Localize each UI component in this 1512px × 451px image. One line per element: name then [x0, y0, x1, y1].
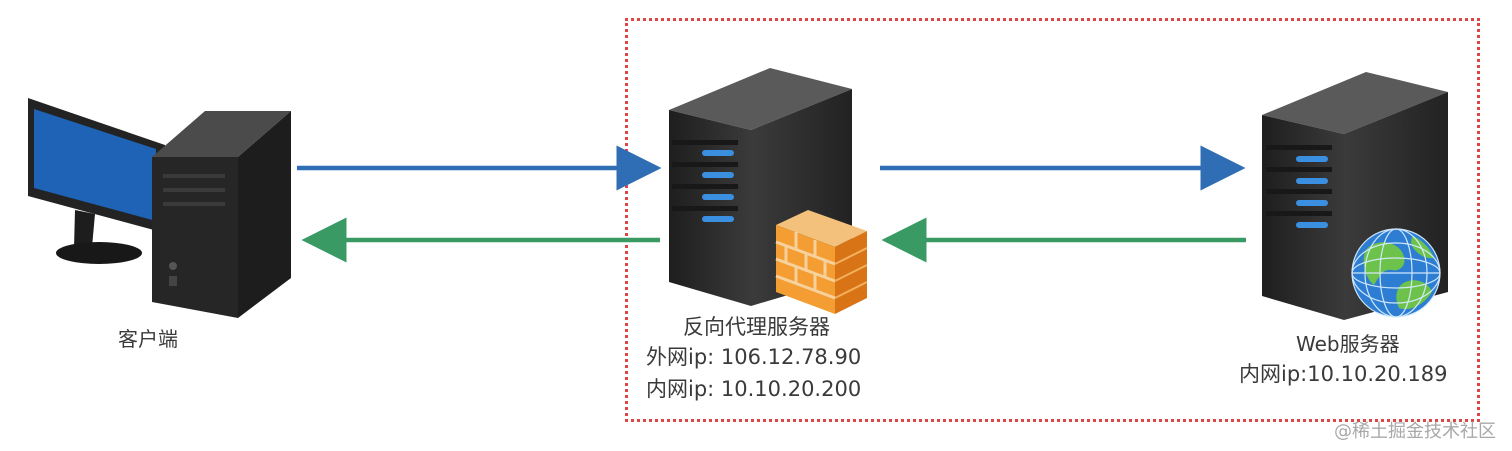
proxy-server-title: 反向代理服务器 [683, 315, 830, 339]
watermark: @稀土掘金技术社区 [1334, 421, 1496, 442]
web-server-title: Web服务器 [1296, 332, 1400, 356]
desktop-computer-icon [28, 98, 291, 318]
server-drive-bays [672, 140, 738, 222]
globe-icon [1351, 228, 1441, 318]
client-label: 客户端 [118, 327, 178, 351]
proxy-internal-ip: 内网ip: 10.10.20.200 [646, 377, 862, 401]
server-drive-bays [1266, 145, 1332, 228]
proxy-boundary [625, 18, 1480, 422]
web-internal-ip: 内网ip:10.10.20.189 [1239, 362, 1448, 386]
firewall-icon [775, 210, 868, 314]
proxy-external-ip: 外网ip: 106.12.78.90 [646, 345, 862, 369]
